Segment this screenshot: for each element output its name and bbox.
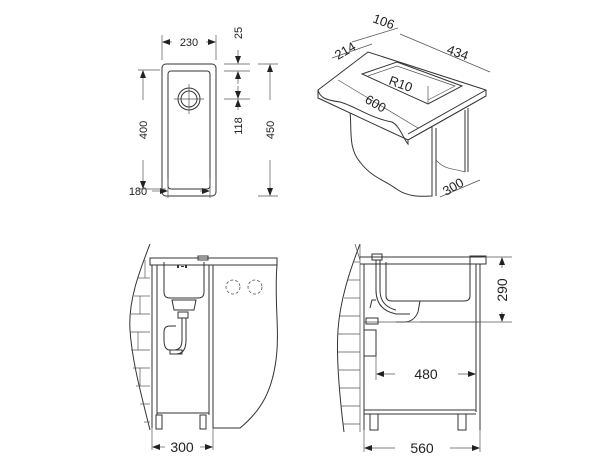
knockout-hole-icon bbox=[247, 279, 263, 295]
isometric-view: 106 214 434 R10 600 300 bbox=[317, 11, 491, 199]
dim-180: 180 bbox=[129, 186, 147, 198]
wall-outline bbox=[129, 243, 151, 431]
front-view: 300 bbox=[129, 243, 278, 455]
dim-25: 25 bbox=[233, 27, 245, 39]
dim-214: 214 bbox=[332, 39, 358, 63]
knockout-hole-icon bbox=[225, 279, 241, 295]
dim-450: 450 bbox=[265, 121, 277, 139]
sink-bowl-front bbox=[163, 262, 205, 299]
dim-106: 106 bbox=[371, 11, 397, 33]
sink-bowl bbox=[167, 70, 211, 190]
sink-outline bbox=[161, 63, 217, 197]
countertop bbox=[317, 51, 487, 141]
dim-300-front: 300 bbox=[170, 439, 194, 455]
dim-230: 230 bbox=[180, 37, 198, 49]
drain-icon bbox=[174, 84, 204, 114]
dim-560: 560 bbox=[410, 440, 434, 456]
drain-trap-icon bbox=[163, 299, 197, 355]
dim-480: 480 bbox=[414, 366, 438, 382]
dim-290: 290 bbox=[494, 278, 510, 302]
sink-bowl-side bbox=[385, 262, 471, 302]
dim-118: 118 bbox=[233, 117, 245, 135]
dim-400: 400 bbox=[138, 121, 150, 139]
top-view: 230 180 400 25 118 450 bbox=[129, 27, 278, 198]
side-view: 290 480 560 bbox=[336, 243, 512, 456]
dim-434: 434 bbox=[445, 42, 471, 64]
